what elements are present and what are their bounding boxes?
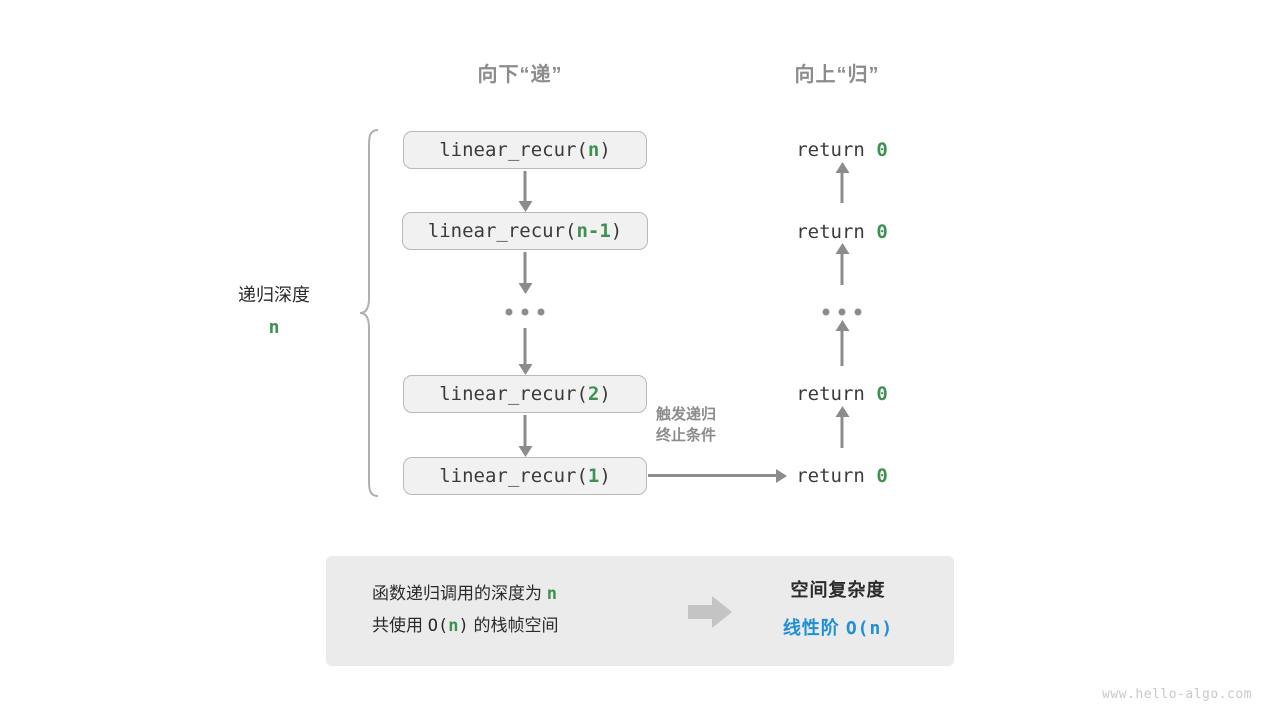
- ellipsis-dot: [822, 308, 830, 316]
- base-case-note-line2: 终止条件: [656, 427, 717, 444]
- call-box-2-close: ): [599, 383, 611, 405]
- recursion-depth-value: n: [268, 317, 280, 338]
- return-statement-2: return 0: [796, 221, 888, 243]
- call-box-1: linear_recur(1): [403, 457, 647, 495]
- return-statement-1: return 0: [796, 139, 888, 161]
- ellipsis-dot: [838, 308, 846, 316]
- ellipsis-right: [822, 308, 862, 316]
- return-keyword: return: [796, 465, 865, 487]
- right-block-arrow-icon: [688, 596, 732, 628]
- return-statement-3: return 0: [796, 383, 888, 405]
- call-box-n-close: ): [599, 139, 611, 161]
- summary-line2-close: ): [458, 616, 469, 636]
- descend-arrow-4: [523, 415, 527, 447]
- call-box-n: linear_recur(n): [403, 131, 647, 169]
- return-keyword: return: [796, 139, 865, 161]
- space-complexity-order-notation: O(n): [845, 618, 894, 639]
- summary-line1-text: 函数递归调用的深度为: [372, 584, 547, 603]
- space-complexity-title: 空间复杂度: [790, 580, 886, 600]
- call-box-2-arg: 2: [587, 383, 600, 405]
- column-header-ascend: 向上“归”: [794, 64, 880, 86]
- ascend-arrow-3: [840, 330, 844, 366]
- base-case-note: 触发递归 终止条件: [656, 404, 716, 446]
- summary-line2-suffix: 的栈帧空间: [468, 616, 559, 635]
- descend-arrow-1: [523, 171, 527, 202]
- call-box-n-minus-1-name: linear_recur(: [427, 220, 577, 242]
- curly-brace-icon: [359, 129, 379, 497]
- summary-line1-n: n: [546, 584, 557, 604]
- space-complexity-value: 线性阶 O(n): [783, 614, 893, 640]
- watermark: www.hello-algo.com: [1102, 687, 1252, 702]
- summary-conclusion: 空间复杂度 线性阶 O(n): [783, 576, 893, 640]
- call-box-1-name: linear_recur(: [439, 465, 588, 487]
- call-box-n-arg: n: [587, 139, 600, 161]
- return-value: 0: [876, 383, 888, 405]
- call-box-1-close: ): [599, 465, 611, 487]
- summary-description: 函数递归调用的深度为 n 共使用 O(n) 的栈帧空间: [372, 578, 558, 642]
- call-box-1-arg: 1: [587, 465, 600, 487]
- base-case-note-line1: 触发递归: [656, 406, 717, 423]
- recursion-depth-label: 递归深度 n: [238, 281, 310, 338]
- return-value: 0: [876, 465, 888, 487]
- ellipsis-dot: [854, 308, 862, 316]
- summary-description-line2: 共使用 O(n) 的栈帧空间: [372, 610, 558, 642]
- call-box-2-name: linear_recur(: [439, 383, 588, 405]
- base-case-arrow: [648, 474, 776, 477]
- summary-panel: [326, 556, 954, 666]
- ellipsis-dot: [505, 308, 513, 316]
- return-value: 0: [876, 139, 888, 161]
- ascend-arrow-1: [840, 172, 844, 203]
- descend-arrow-2: [523, 252, 527, 284]
- return-statement-4: return 0: [796, 465, 888, 487]
- summary-line2-prefix: 共使用: [372, 616, 428, 635]
- recursion-depth-text: 递归深度: [238, 285, 310, 305]
- call-box-n-minus-1-arg: n-1: [576, 220, 611, 242]
- return-value: 0: [876, 221, 888, 243]
- ellipsis-dot: [537, 308, 545, 316]
- call-box-n-minus-1: linear_recur(n-1): [402, 212, 648, 250]
- ascend-arrow-4: [840, 416, 844, 448]
- call-box-2: linear_recur(2): [403, 375, 647, 413]
- descend-arrow-3: [523, 328, 527, 365]
- return-keyword: return: [796, 221, 865, 243]
- summary-line2-open: O(: [427, 616, 449, 636]
- call-box-n-name: linear_recur(: [439, 139, 588, 161]
- summary-line2-n: n: [448, 616, 459, 636]
- ellipsis-left: [505, 308, 545, 316]
- ellipsis-dot: [521, 308, 529, 316]
- space-complexity-order-text: 线性阶: [782, 618, 846, 638]
- summary-description-line1: 函数递归调用的深度为 n: [372, 578, 558, 610]
- return-keyword: return: [796, 383, 865, 405]
- call-box-n-minus-1-close: ): [610, 220, 623, 242]
- column-header-descend: 向下“递”: [477, 64, 563, 86]
- ascend-arrow-2: [840, 253, 844, 285]
